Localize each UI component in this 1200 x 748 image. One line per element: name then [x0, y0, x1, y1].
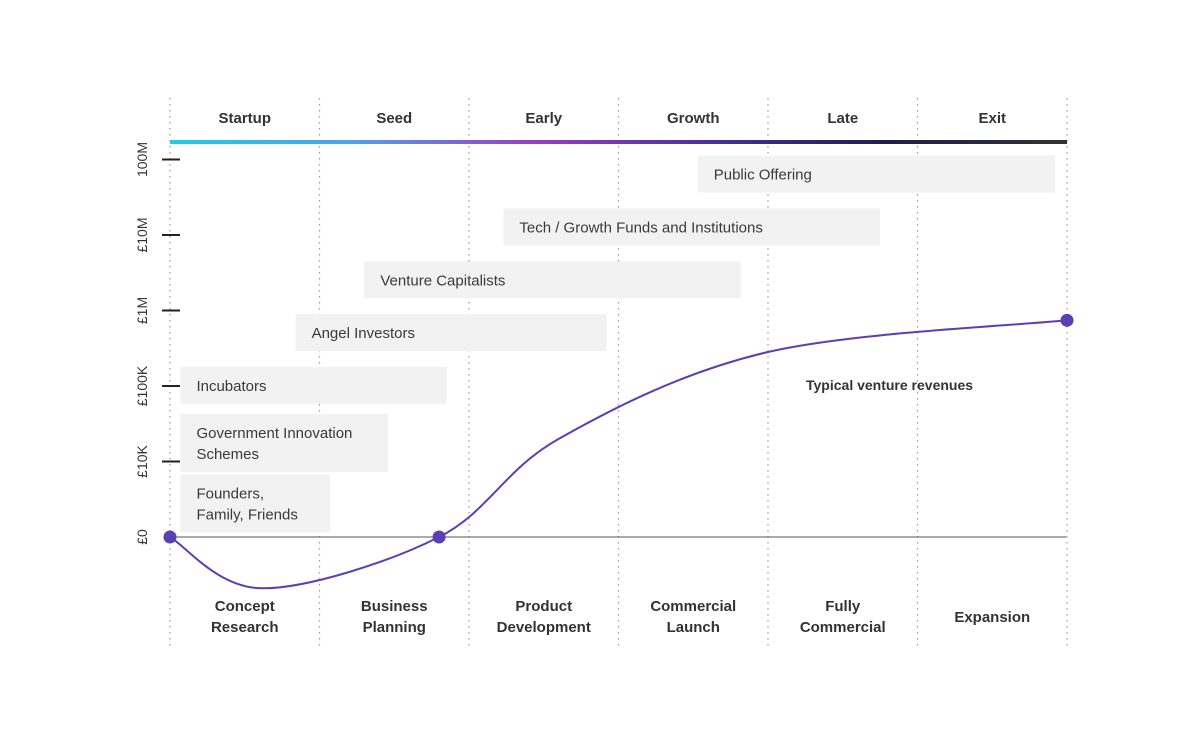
- stage-label-growth: Growth: [667, 110, 720, 127]
- funding-source-bg: [503, 208, 881, 246]
- phase-label: Commercial: [800, 619, 886, 636]
- funding-source-bg: [697, 155, 1056, 193]
- y-tick-label: £0: [134, 529, 150, 545]
- y-tick-label: £10M: [134, 217, 150, 252]
- funding-source-bg: [364, 261, 742, 299]
- funding-source-label: Public Offering: [714, 167, 812, 184]
- funding-source-box: Public Offering: [697, 155, 1056, 193]
- phase-label: Commercial: [650, 598, 736, 615]
- phase-label: Development: [497, 619, 591, 636]
- stage-label-late: Late: [827, 110, 858, 127]
- funding-source-label: Incubators: [196, 378, 266, 395]
- y-tick-label: £10K: [134, 444, 150, 477]
- y-axis: £0 £10K £100K £1M £10M 100M: [134, 142, 180, 545]
- revenue-curve-group: Typical venture revenues: [163, 313, 1074, 590]
- funding-source-bg: [180, 413, 389, 472]
- funding-source-label: Family, Friends: [196, 506, 297, 523]
- stage-bar: [170, 140, 1067, 144]
- funding-source-box: Angel Investors: [295, 314, 607, 352]
- funding-source-label: Tech / Growth Funds and Institutions: [519, 219, 762, 236]
- revenue-curve-marker: [432, 530, 446, 544]
- y-tick-label: 100M: [134, 142, 150, 177]
- stage-label-startup: Startup: [219, 110, 272, 127]
- stage-color-bar: [170, 140, 1067, 144]
- funding-source-label: Government Innovation: [196, 425, 352, 442]
- phase-label: Planning: [363, 619, 426, 636]
- phase-label: Business: [361, 598, 428, 615]
- revenue-curve: [169, 319, 1068, 590]
- phase-label: Concept: [215, 598, 275, 615]
- funding-source-bg: [180, 367, 447, 404]
- funding-source-box: Incubators: [180, 367, 447, 404]
- funding-source-box: Venture Capitalists: [364, 261, 742, 299]
- phase-label: Launch: [667, 619, 720, 636]
- stage-labels: Startup Seed Early Growth Late Exit: [219, 110, 1007, 127]
- y-tick-label: £100K: [134, 365, 150, 406]
- funding-source-box: Tech / Growth Funds and Institutions: [503, 208, 881, 246]
- stage-label-seed: Seed: [376, 110, 412, 127]
- funding-source-label: Venture Capitalists: [380, 272, 505, 289]
- phase-label: Research: [211, 619, 279, 636]
- phase-label: Expansion: [954, 609, 1030, 626]
- revenue-curve-marker: [1060, 313, 1074, 327]
- funding-source-bg: [295, 314, 607, 352]
- revenue-curve-marker: [163, 530, 177, 544]
- funding-source-box: Founders, Family, Friends: [180, 474, 330, 533]
- stage-label-exit: Exit: [978, 110, 1006, 127]
- phase-label: Product: [515, 598, 572, 615]
- funding-sources: Founders, Family, Friends Government Innov…: [180, 155, 1056, 533]
- funding-source-label: Schemes: [196, 446, 259, 463]
- stage-label-early: Early: [525, 110, 562, 127]
- phase-label: Fully: [825, 598, 861, 615]
- funding-source-label: Founders,: [196, 485, 264, 502]
- revenue-curve-label: Typical venture revenues: [806, 377, 973, 393]
- funding-source-label: Angel Investors: [312, 325, 415, 342]
- funding-source-bg: [180, 474, 330, 533]
- y-tick-label: £1M: [134, 297, 150, 324]
